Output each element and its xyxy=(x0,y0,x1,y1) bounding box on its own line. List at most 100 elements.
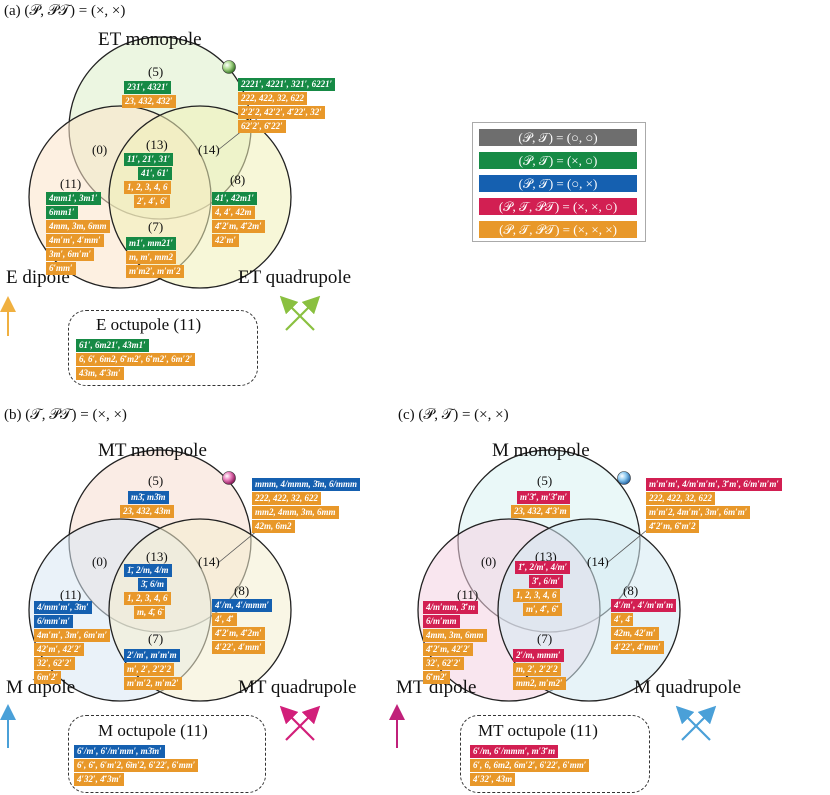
cross-arrows-icon xyxy=(675,705,717,741)
panel-a-tag-tr4: 62′2′, 6̄′22′ xyxy=(238,120,286,133)
panel-b-tag-c3: 1, 2, 3, 4, 6 xyxy=(124,592,171,605)
panel-b-count-left: (11) xyxy=(60,587,82,602)
panel-c-count-bottom: (7) xyxy=(537,631,553,646)
panel-a-tag-l1: 4mm1′, 3m1′ xyxy=(46,192,101,205)
panel-b-octupole-title: M octupole (11) xyxy=(98,721,208,740)
panel-c-header: (c) (𝒫, 𝒯) = (×, ×) xyxy=(398,407,509,423)
panel-b-tag-l1: 4/mm′m′, 3̄m′ xyxy=(34,601,92,614)
panel-c-tag-tr4: 4̄′2′m, 6̄′m′2 xyxy=(646,520,699,533)
panel-b-tag-b1: 2′/m′, m′m′m xyxy=(124,649,180,662)
panel-c-tag-r4: 4′22′, 4′mm′ xyxy=(611,641,664,654)
panel-c-tag-b3: mm2, m′m2′ xyxy=(513,677,566,690)
panel-c-tag-l2: 6/m′mm xyxy=(423,615,460,628)
legend-item-blue: (𝒫, 𝒯) = (○, ×) xyxy=(479,175,637,192)
panel-b-tag-r2: 4′, 4̄′ xyxy=(212,613,237,626)
panel-c-tag-c1: 1̄′, 2/m′, 4/m′ xyxy=(515,561,571,574)
legend-item-gray: (𝒫, 𝒯) = (○, ○) xyxy=(479,129,637,146)
panel-b-tag-c2: 3̄, 6/m xyxy=(138,578,168,591)
panel-a-tag-tr2: 222, 422, 32, 622 xyxy=(238,92,307,105)
panel-c-tag-r1: 4′/m′, 4′/m′m′m xyxy=(611,599,677,612)
panel-a-tag-c1: 11′, 21′, 31′ xyxy=(124,153,174,166)
panel-c-tag-o3: 4′32′, 43m xyxy=(470,773,516,786)
panel-b-tag-r1: 4′/m, 4′/mmm′ xyxy=(212,599,273,612)
panel-c-tag-l1: 4/m′mm, 3̄′m xyxy=(423,601,479,614)
panel-a-tag-tr1: 2221′, 4221′, 321′, 6221′ xyxy=(238,78,336,91)
panel-a-header: (a) (𝒫, 𝒫𝒯) = (×, ×) xyxy=(4,3,126,19)
panel-a-tag-l4: 4m′m′, 4′mm′ xyxy=(46,234,104,247)
cross-arrows-icon xyxy=(279,295,321,331)
panel-b-tag-o1: 6′/m′, 6′/m′mm′, m3̄m′ xyxy=(74,745,165,758)
panel-a-tag-t2: 23, 432, 4̄32′ xyxy=(122,95,176,108)
panel-c-leader-line xyxy=(606,529,648,564)
panel-b-count-center: (0) xyxy=(92,554,108,569)
panel-a-tag-b3: m′m2′, m′m′2 xyxy=(126,265,184,278)
panel-a-tag-b2: m, m′, mm2 xyxy=(126,251,177,264)
panel-c-top-title: M monopole xyxy=(492,440,590,461)
panel-b-count-top: (5) xyxy=(148,473,164,488)
panel-b-tag-l2: 6/mm′m′ xyxy=(34,615,74,628)
panel-a-tag-tr3: 2′2′2, 42′2′, 4̄′22′, 32′ xyxy=(238,106,325,119)
panel-a-count-left: (11) xyxy=(60,176,82,191)
panel-a-octupole-title: E octupole (11) xyxy=(96,315,202,334)
panel-a-tag-o3: 43m, 4̄′3m′ xyxy=(76,367,124,380)
panel-a-tag-o2: 6, 6′, 6m2, 6̄′m2′, 6̄′m2′, 6m′2′ xyxy=(76,353,196,366)
panel-b-tag-c1: 1̄, 2/m, 4/m xyxy=(124,564,172,577)
panel-b-tag-t1: m3̄, m3̄m xyxy=(128,491,169,504)
panel-c-tag-c3: 1, 2, 3, 4, 6 xyxy=(513,589,560,602)
panel-c-tag-l3: 4mm, 3m, 6mm xyxy=(423,629,487,642)
panel-a-top-title: ET monopole xyxy=(98,29,202,50)
panel-c-tag-o2: 6′, 6, 6m2, 6m′2′, 6′22′, 6′mm′ xyxy=(470,759,590,772)
pink-sphere-icon xyxy=(222,471,236,485)
panel-b-leader-line xyxy=(217,529,259,564)
panel-a-tag-c3: 1, 2, 3, 4, 6 xyxy=(124,181,171,194)
panel-a-octupole-box xyxy=(68,310,258,386)
panel-b-top-title: MT monopole xyxy=(98,440,207,461)
green-sphere-icon xyxy=(222,60,236,74)
panel-b-count-right: (8) xyxy=(234,583,250,598)
panel-a-count-right: (8) xyxy=(230,172,246,187)
panel-c-tag-l4: 4̄′2′m, 42′2′ xyxy=(423,643,474,656)
cross-arrows-icon xyxy=(279,705,321,741)
panel-b-tag-tr3: mm2, 4mm, 3m, 6mm xyxy=(252,506,339,519)
panel-c-tag-b1: 2′/m, mmm′ xyxy=(513,649,564,662)
panel-c-tag-c4: m′, 4̄′, 6̄′ xyxy=(523,603,562,616)
panel-c-left-title: MT dipole xyxy=(396,677,477,698)
panel-b-tag-l4: 42′m′, 42′2′ xyxy=(34,643,85,656)
panel-c-tag-c2: 3̄′, 6/m′ xyxy=(529,575,564,588)
panel-c-count-inner: (13) xyxy=(535,549,557,564)
panel-a-tag-r3: 4̄′2′m, 4̄′2m′ xyxy=(212,220,265,233)
legend-item-red: (𝒫, 𝒯, 𝒫𝒯) = (×, ×, ○) xyxy=(479,198,637,215)
panel-b-tag-tr4: 42m, 6m2 xyxy=(252,520,295,533)
panel-b-tag-l3: 4m′m′, 3m′, 6m′m′ xyxy=(34,629,111,642)
panel-b-tag-l5: 32′, 62′2′ xyxy=(34,657,75,670)
panel-c-tag-r3: 42m, 42′m′ xyxy=(611,627,659,640)
panel-c-tag-l6: 6̄′m2′ xyxy=(423,671,451,684)
panel-b-tag-b2: m′, 2′, 2′2′2 xyxy=(124,663,175,676)
panel-b-tag-tr1: mmm, 4/mmm, 3̄m, 6/mmm xyxy=(252,478,361,491)
panel-c-right-title: M quadrupole xyxy=(634,677,742,698)
panel-b-tag-o2: 6′, 6̄′, 6′m′2, 6̄m′2, 6′22′, 6′mm′ xyxy=(74,759,199,772)
panel-c-count-tr: (14) xyxy=(587,554,609,569)
panel-c-tag-l5: 32′, 62′2′ xyxy=(423,657,464,670)
panel-b-count-bottom: (7) xyxy=(148,631,164,646)
panel-b-tag-r4: 4′22′, 4′mm′ xyxy=(212,641,265,654)
panel-a-tag-t1: 231′, 4321′ xyxy=(124,81,172,94)
panel-b-octupole-box xyxy=(68,715,266,793)
panel-c-tag-tr1: m′m′m′, 4/m′m′m′, 3̄′m′, 6/m′m′m′ xyxy=(646,478,782,491)
panel-b-tag-l6: 6m′2′ xyxy=(34,671,62,684)
blue-sphere-icon xyxy=(617,471,631,485)
legend: (𝒫, 𝒯) = (○, ○) (𝒫, 𝒯) = (×, ○) (𝒫, 𝒯) =… xyxy=(472,122,646,242)
panel-a-count-bottom: (7) xyxy=(148,219,164,234)
panel-a-tag-l6: 6′mm′ xyxy=(46,262,76,275)
panel-b-right-title: MT quadrupole xyxy=(238,677,357,698)
panel-c-tag-t1: m′3̄′, m′3̄′m′ xyxy=(517,491,571,504)
panel-c-tag-t2: 23, 432, 4̄′3′m xyxy=(511,505,570,518)
panel-b-count-inner: (13) xyxy=(146,549,168,564)
panel-c-octupole-title: MT octupole (11) xyxy=(478,721,598,740)
panel-b-tag-o3: 4′32′, 4̄′3m′ xyxy=(74,773,125,786)
panel-c-count-right: (8) xyxy=(623,583,639,598)
panel-a-tag-l5: 3m′, 6m′m′ xyxy=(46,248,95,261)
panel-c-tag-tr2: 222, 422, 32, 622 xyxy=(646,492,715,505)
panel-b-count-tr: (14) xyxy=(198,554,220,569)
panel-c-count-center: (0) xyxy=(481,554,497,569)
